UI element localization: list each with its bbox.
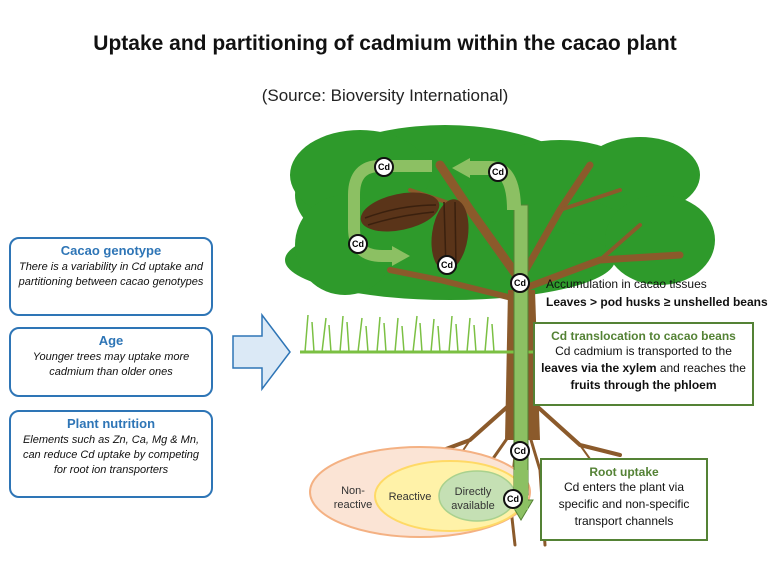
accumulation-note: Accumulation in cacao tissues Leaves > p… [546, 275, 768, 311]
root-uptake-box: Root uptake Cd enters the plant via spec… [540, 458, 708, 541]
svg-text:Cd: Cd [352, 239, 364, 249]
phloem-arrow [348, 160, 432, 266]
accumulation-line1: Accumulation in cacao tissues [546, 277, 707, 291]
cd-marker: Cd [488, 162, 508, 182]
page-title: Uptake and partitioning of cadmium withi… [93, 32, 677, 55]
factor-text: Younger trees may uptake more cadmium th… [32, 351, 190, 378]
factor-box-genotype: Cacao genotype There is a variability in… [9, 237, 213, 316]
source-caption: (Source: Bioversity International) [261, 86, 509, 105]
factors-arrow [232, 312, 291, 392]
cacao-pod-vertical [431, 199, 469, 271]
factor-text: There is a variability in Cd uptake and … [18, 261, 204, 288]
svg-text:Cd: Cd [441, 260, 453, 270]
grass [300, 314, 548, 354]
accumulation-line2: Leaves > pod husks ≥ unshelled beans [546, 295, 768, 309]
svg-text:Cd: Cd [507, 494, 519, 504]
translocation-phloem: fruits through the phloem [570, 378, 717, 392]
cd-marker: Cd [510, 441, 530, 461]
cd-marker: Cd [374, 157, 394, 177]
cacao-pod-horizontal [360, 192, 440, 232]
translocation-heading: Cd translocation to cacao beans [551, 329, 736, 343]
cd-marker: Cd [348, 234, 368, 254]
translocation-text1: Cd cadmium is transported to the [555, 344, 732, 358]
soil-label-available: Directly available [451, 486, 495, 512]
translocation-box: Cd translocation to cacao beans Cd cadmi… [533, 322, 754, 406]
factor-heading: Age [98, 333, 124, 348]
factor-text: Elements such as Zn, Ca, Mg & Mn, can re… [22, 434, 200, 476]
root-uptake-heading: Root uptake [589, 465, 659, 479]
translocation-text2: and reaches the [656, 361, 746, 375]
factor-box-nutrition: Plant nutrition Elements such as Zn, Ca,… [9, 410, 213, 498]
factor-heading: Plant nutrition [66, 416, 156, 431]
svg-text:Cd: Cd [514, 446, 526, 456]
translocation-xylem: leaves via the xylem [541, 361, 657, 375]
soil-label-reactive: Reactive [388, 491, 432, 503]
svg-text:Cd: Cd [378, 162, 390, 172]
soil-label-nonreactive: Non-reactive [333, 485, 373, 511]
factor-box-age: Age Younger trees may uptake more cadmiu… [9, 327, 213, 397]
root-uptake-text: Cd enters the plant via specific and non… [558, 480, 690, 528]
svg-text:Cd: Cd [514, 278, 526, 288]
cd-marker: Cd [503, 489, 523, 509]
cd-marker: Cd [510, 273, 530, 293]
svg-text:Cd: Cd [492, 167, 504, 177]
factor-heading: Cacao genotype [60, 243, 162, 258]
cd-marker: Cd [437, 255, 457, 275]
